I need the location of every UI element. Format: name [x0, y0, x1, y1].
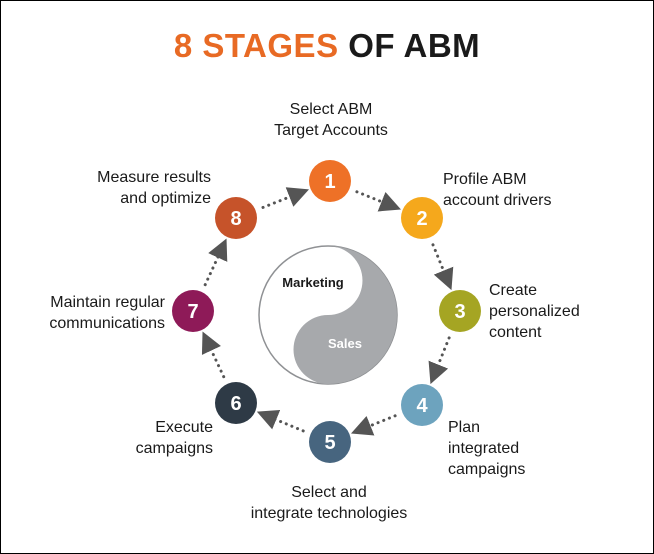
stage-2-node: 2 [401, 197, 443, 239]
connector-arrow-1-to-2 [355, 190, 401, 212]
stage-2-label: Profile ABM account drivers [443, 171, 552, 209]
marketing-label: Marketing [282, 275, 343, 290]
stage-8-circle [215, 197, 257, 239]
connector-arrow-7-to-8 [203, 238, 228, 287]
stage-6-number: 6 [230, 393, 241, 415]
stage-1-label: Select ABM Target Accounts [274, 101, 388, 139]
connector-arrow-4-to-5 [351, 414, 397, 436]
stage-4-node: 4 [401, 384, 443, 426]
connector-arrow-8-to-1 [261, 187, 310, 209]
stage-8-label: Measure results and optimize [97, 169, 211, 207]
stage-3-node: 3 [439, 290, 481, 332]
stage-2-number: 2 [416, 208, 427, 230]
stage-4-label: Plan integrated campaigns [448, 419, 526, 478]
stage-connectors [201, 187, 454, 436]
stage-1-number: 1 [324, 171, 335, 193]
stage-1-circle [309, 160, 351, 202]
title-rest: OF ABM [348, 27, 481, 64]
stage-5-label: Select and integrate technologies [250, 484, 408, 522]
stage-7-label: Maintain regular communications [49, 294, 165, 332]
sales-region [293, 246, 397, 384]
connector-arrow-2-to-3 [431, 243, 454, 291]
title-accent: 8 STAGES [173, 27, 339, 64]
stage-4-number: 4 [416, 395, 428, 417]
stage-6-node: 6 [215, 382, 257, 424]
stage-5-node: 5 [309, 421, 351, 463]
stage-4-circle [401, 384, 443, 426]
connector-arrow-5-to-6 [256, 410, 305, 433]
stage-5-number: 5 [324, 432, 335, 454]
connector-arrow-6-to-7 [201, 331, 226, 379]
stage-5-circle [309, 421, 351, 463]
stage-3-circle [439, 290, 481, 332]
stage-2-circle [401, 197, 443, 239]
stage-6-label: Execute campaigns [135, 419, 213, 457]
stage-7-number: 7 [187, 301, 198, 323]
diagram-title: 8 STAGES OF ABM [1, 27, 653, 65]
stage-1-node: 1 [309, 160, 351, 202]
stage-8-node: 8 [215, 197, 257, 239]
stage-8-number: 8 [230, 208, 241, 230]
stage-7-node: 7 [172, 290, 214, 332]
stage-nodes: 1 2 3 4 5 6 7 8 [172, 160, 481, 463]
stage-3-label: Create personalized content [489, 282, 580, 341]
stage-6-circle [215, 382, 257, 424]
stage-3-number: 3 [454, 301, 465, 323]
sales-label: Sales [328, 336, 362, 351]
connector-arrow-3-to-4 [428, 336, 451, 385]
stage-7-circle [172, 290, 214, 332]
marketing-sales-symbol: Marketing Sales [258, 245, 398, 385]
